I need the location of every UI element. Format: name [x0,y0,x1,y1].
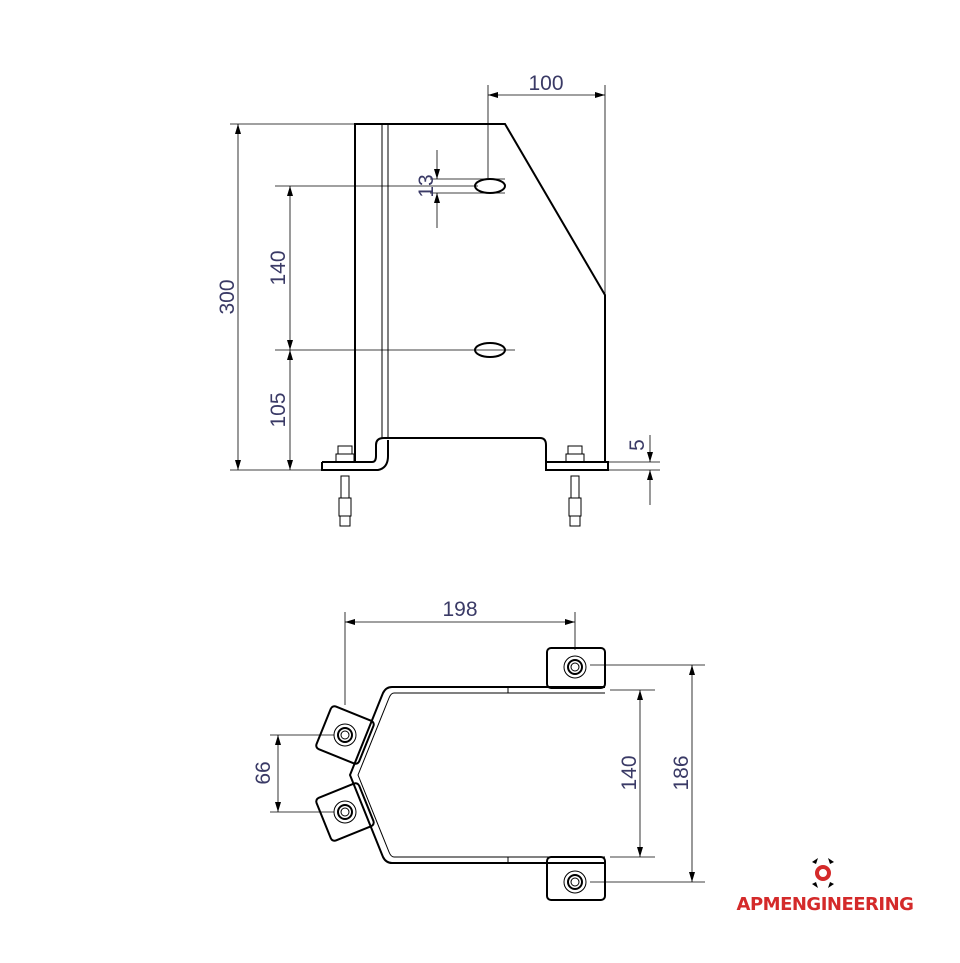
anchor-bolt-right [565,445,585,527]
u-bracket-outer [348,686,605,864]
dim-140-front: 140 [267,250,290,285]
dim-198: 198 [442,598,477,621]
dim-300: 300 [216,279,239,314]
dim-5: 5 [626,439,649,451]
logo-mark-icon [812,858,834,888]
lug-top-right [546,647,606,689]
top-view: 198 66 140 186 [252,598,705,901]
lug-bottom-left [315,782,375,842]
dim-66: 66 [252,761,275,784]
base-flange [322,437,609,471]
dim-105: 105 [267,392,290,427]
bracket-outline [354,123,606,462]
dim-13: 13 [415,174,438,197]
bolt-head-icon [333,800,357,824]
front-view: 100 300 140 105 13 5 [216,72,660,527]
dim-140-top: 140 [618,755,641,790]
bolt-head-icon [333,723,357,747]
dim-100: 100 [528,72,563,95]
bolt-head-icon [563,870,587,894]
slot-upper [474,178,506,194]
dim-186: 186 [670,755,693,790]
lug-top-left [315,705,375,765]
anchor-bolt-left [335,445,355,527]
logo-text: APMENGINEERING [737,894,914,915]
apm-logo: APMENGINEERING [737,858,914,915]
lug-bottom-right [546,856,606,901]
bolt-head-icon [563,655,587,679]
